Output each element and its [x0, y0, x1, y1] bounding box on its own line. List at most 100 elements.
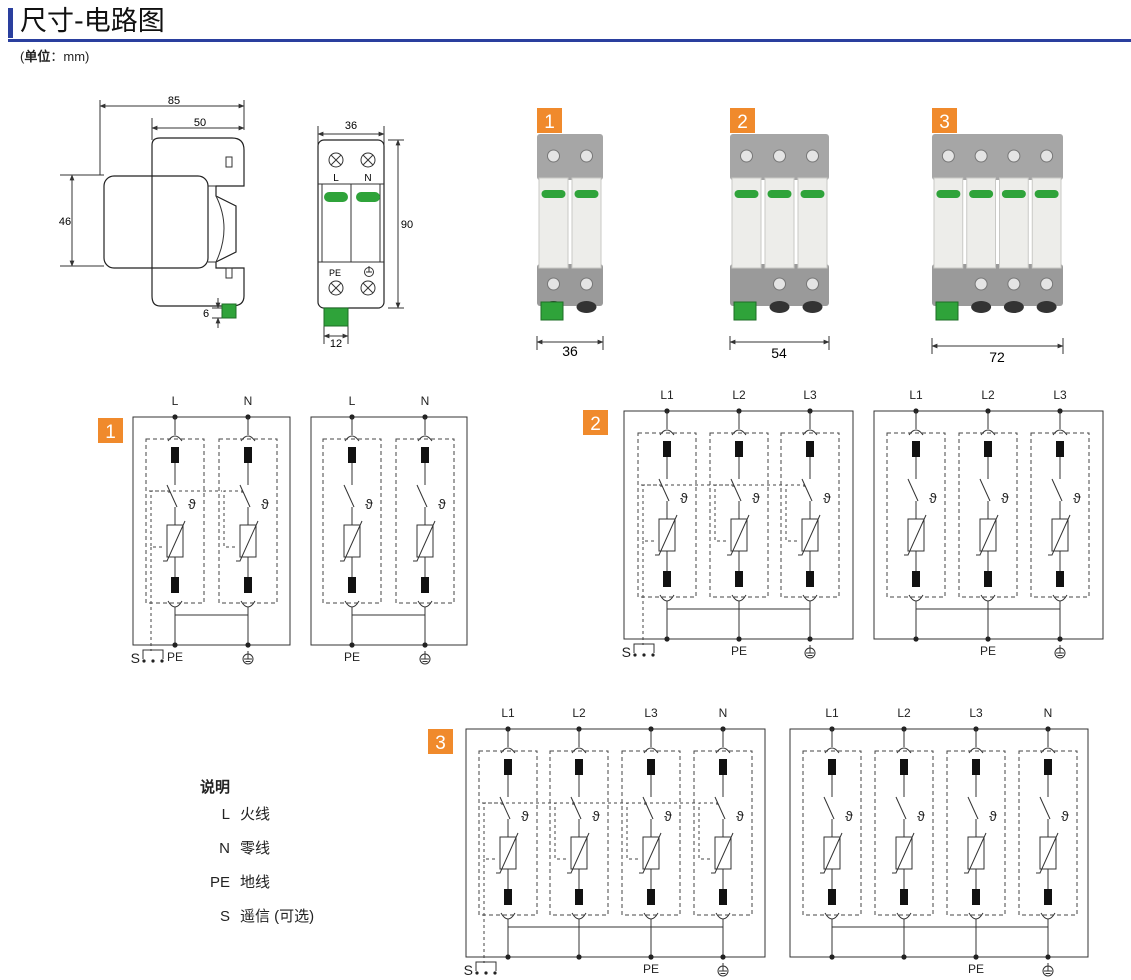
varistor-slope	[892, 832, 915, 874]
varistor-slope	[236, 520, 259, 562]
connector	[731, 594, 747, 602]
thermal-symbol: ϑ	[917, 808, 925, 824]
module-outline	[621, 750, 681, 916]
signal-contact-icon	[142, 649, 164, 659]
screw-icon	[773, 149, 786, 163]
varistor-slope	[711, 832, 734, 874]
signal-contact-icon	[475, 961, 497, 971]
disconnector-switch	[979, 478, 991, 502]
connector	[1052, 594, 1068, 602]
title-accent-bar	[8, 8, 13, 38]
connector	[417, 435, 433, 442]
connector	[1040, 912, 1056, 920]
pole-label: L1	[909, 388, 923, 402]
terminal	[244, 577, 252, 593]
terminal	[806, 441, 814, 457]
disconnector-switch	[730, 478, 742, 502]
status-indicator	[767, 190, 792, 198]
screw-icon	[580, 277, 593, 291]
status-indicator	[1001, 190, 1026, 198]
status-indicator	[574, 190, 599, 198]
svg-text:1: 1	[105, 422, 116, 443]
terminal	[421, 447, 429, 463]
product-2-badge	[730, 108, 755, 133]
disconnector-switch	[343, 484, 355, 508]
enclosure	[789, 728, 1089, 958]
ground-icon	[717, 963, 729, 977]
status-indicator-l	[324, 192, 348, 202]
circuit-2-badge	[583, 410, 608, 435]
thermal-symbol: ϑ	[261, 496, 269, 512]
node	[807, 636, 813, 642]
thermal-symbol: ϑ	[1073, 490, 1081, 506]
terminal	[575, 759, 583, 775]
bottom-housing	[932, 264, 1063, 306]
thermal-symbol: ϑ	[188, 496, 196, 512]
terminal	[1044, 889, 1052, 905]
status-indicator	[541, 190, 566, 198]
terminal	[504, 889, 512, 905]
top-housing	[932, 134, 1063, 180]
varistor-slope	[798, 514, 821, 556]
terminal	[984, 571, 992, 587]
terminal	[504, 759, 512, 775]
disconnector-switch	[801, 478, 813, 502]
terminal-block	[935, 301, 959, 321]
svg-text:1: 1	[544, 112, 555, 133]
module-outline	[780, 432, 840, 598]
terminal	[719, 759, 727, 775]
terminal	[575, 889, 583, 905]
screw-icon	[806, 277, 819, 291]
pole-label: L2	[572, 706, 586, 720]
node	[736, 636, 742, 642]
pole-label: N	[421, 394, 430, 408]
terminal-block	[323, 307, 349, 327]
screw-icon	[806, 149, 819, 163]
thermal-symbol: ϑ	[823, 490, 831, 506]
connector	[908, 429, 924, 436]
svg-text:2: 2	[590, 414, 601, 435]
product-3-badge	[932, 108, 957, 133]
node	[720, 954, 726, 960]
terminal	[972, 889, 980, 905]
dim-36-label: 36	[345, 120, 357, 132]
svg-text:3: 3	[435, 733, 446, 754]
node	[505, 954, 511, 960]
signal-link	[483, 802, 503, 860]
connector	[500, 912, 516, 920]
disconnector-switch	[166, 484, 178, 508]
signal-link	[785, 484, 805, 542]
module-outline	[395, 438, 455, 604]
ground-icon	[419, 651, 431, 665]
disconnector-switch	[1039, 796, 1051, 820]
pole-label: L	[172, 394, 179, 408]
module-outline	[218, 438, 278, 604]
module-outline	[322, 438, 382, 604]
terminal	[735, 441, 743, 457]
signal-link	[698, 802, 718, 860]
enclosure	[465, 728, 766, 958]
connector	[715, 912, 731, 920]
product-3-image	[932, 134, 1063, 321]
bottom-housing	[537, 264, 603, 306]
disconnector-switch	[570, 796, 582, 820]
connector	[659, 429, 675, 436]
disconnector-switch	[714, 796, 726, 820]
varistor-slope	[567, 832, 590, 874]
varistor-slope	[340, 520, 363, 562]
unit-note: (单位：mm)	[20, 49, 90, 64]
top-housing	[537, 134, 603, 180]
terminal	[984, 441, 992, 457]
connector	[908, 594, 924, 602]
module-outline	[946, 750, 1006, 916]
status-indicator	[969, 190, 994, 198]
connector	[417, 600, 433, 608]
connector	[802, 429, 818, 436]
terminal	[171, 577, 179, 593]
